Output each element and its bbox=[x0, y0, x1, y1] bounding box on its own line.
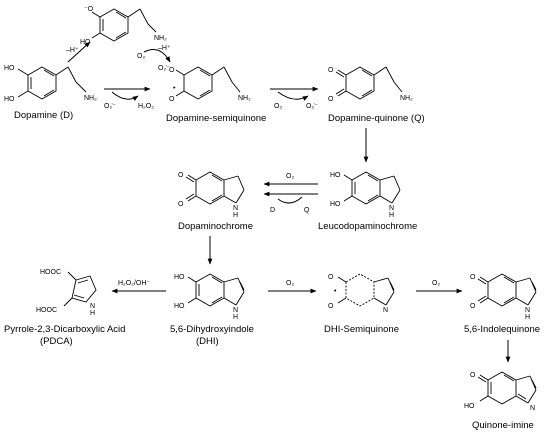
atom-o: O bbox=[328, 96, 334, 103]
pdca-structure: HOOC HOOC N H bbox=[36, 269, 97, 317]
label-dhi-name: 5,6-Dihydroxyindole bbox=[170, 324, 254, 335]
atom-ho: HO bbox=[330, 201, 341, 208]
quinone-imine-structure: O HO N bbox=[464, 371, 537, 412]
atom-o: O bbox=[169, 67, 175, 74]
reagent-o2: O₂ bbox=[432, 280, 440, 287]
label-pdca-abbr: (PDCA) bbox=[40, 336, 73, 347]
label-quinone: Dopamine-quinone (Q) bbox=[328, 113, 425, 124]
label-pdca-name: Pyrrole-2,3-Dicarboxylic Acid bbox=[4, 324, 125, 335]
arrow-deprotonation bbox=[67, 41, 91, 63]
dopamine-structure: HO HO NH₂ bbox=[4, 65, 97, 103]
atom-n: N bbox=[90, 303, 95, 310]
reagent-h2o2: H₂O₂ bbox=[138, 103, 154, 110]
atom-o: O bbox=[470, 274, 476, 281]
phenolate-structure: ⁻O HO NH₂ bbox=[80, 6, 167, 46]
arrow-o2-curve-2 bbox=[277, 91, 309, 101]
atom-ho: HO bbox=[464, 403, 475, 410]
reagent-o2-down: O₂̇⁻ bbox=[158, 65, 170, 72]
atom-ho: HO bbox=[174, 274, 185, 281]
arrow-q-to-d-curve bbox=[277, 196, 303, 204]
atom-h: H bbox=[525, 314, 530, 321]
atom-hooc: HOOC bbox=[40, 269, 61, 276]
atom-h: H bbox=[389, 212, 394, 219]
atom-h: H bbox=[233, 212, 238, 219]
atom-ho: HO bbox=[174, 303, 185, 310]
atom-nh2: NH₂ bbox=[400, 95, 413, 102]
atom-o: O bbox=[470, 372, 476, 379]
atom-o: O bbox=[328, 303, 334, 310]
atom-nh2: NH₂ bbox=[84, 95, 97, 102]
reagent-o2-superoxide: O₂̇⁻ bbox=[306, 103, 318, 110]
dhi-structure: HO HO N H bbox=[174, 273, 245, 321]
atom-n: N bbox=[383, 307, 388, 314]
atom-h: H bbox=[233, 314, 238, 321]
atom-o: O bbox=[178, 172, 184, 179]
label-dhi-semiquinone: DHI-Semiquinone bbox=[324, 324, 399, 335]
reagent-minus-h-2: –H⁺ bbox=[158, 45, 171, 52]
reagent-q: Q bbox=[304, 207, 310, 214]
dhi-semiquinone-structure: O O • N bbox=[328, 273, 395, 314]
reagent-o2: O₂ bbox=[137, 53, 145, 60]
label-semiquinone: Dopamine-semiquinone bbox=[166, 113, 266, 124]
label-quinone-imine: Quinone-imine bbox=[472, 420, 534, 431]
atom-o: O bbox=[328, 274, 334, 281]
reagent-o2: O₂ bbox=[274, 103, 282, 110]
reagent-o2: O₂ bbox=[286, 173, 294, 180]
atom-o: O bbox=[169, 96, 175, 103]
arrow-superoxide-curve bbox=[111, 91, 139, 101]
label-indolequinone: 5,6-Indolequinone bbox=[464, 324, 540, 335]
atom-o: O bbox=[470, 303, 476, 310]
atom-radical: • bbox=[173, 85, 176, 92]
atom-o-minus: ⁻O bbox=[84, 6, 94, 13]
reagent-o2: O₂ bbox=[286, 280, 294, 287]
reagent-minus-h: –H⁺ bbox=[66, 47, 79, 54]
reagent-h2o2-oh: H₂O₂/OH⁻ bbox=[118, 280, 150, 287]
leuco-structure: HO HO N H bbox=[330, 171, 401, 219]
atom-n: N bbox=[233, 307, 238, 314]
label-dopamine: Dopamine (D) bbox=[14, 110, 73, 121]
label-dopaminochrome: Dopaminochrome bbox=[178, 221, 253, 232]
semiquinone-structure: O O • NH₂ bbox=[169, 66, 251, 103]
label-dhi-abbr: (DHI) bbox=[196, 336, 219, 347]
atom-o: O bbox=[178, 201, 184, 208]
reagent-o2-superoxide: O₂̇⁻ bbox=[104, 103, 116, 110]
atom-o: O bbox=[328, 67, 334, 74]
atom-n: N bbox=[233, 205, 238, 212]
atom-ho: HO bbox=[330, 172, 341, 179]
quinone-structure: O O NH₂ bbox=[328, 66, 413, 103]
atom-ho: HO bbox=[4, 96, 15, 103]
dopaminochrome-structure: O O N H bbox=[178, 171, 245, 219]
atom-n: N bbox=[525, 307, 530, 314]
arrow-o2-curve bbox=[143, 49, 171, 63]
label-leuco: Leucodopaminochrome bbox=[318, 221, 417, 232]
atom-radical: • bbox=[334, 288, 337, 295]
atom-nh2: NH₂ bbox=[238, 95, 251, 102]
indolequinone-structure: O O N H bbox=[470, 273, 537, 321]
atom-h: H bbox=[90, 310, 95, 317]
atom-nh2: NH₂ bbox=[154, 35, 167, 42]
atom-n: N bbox=[389, 205, 394, 212]
atom-n: N bbox=[530, 405, 535, 412]
atom-hooc: HOOC bbox=[36, 307, 57, 314]
reagent-d: D bbox=[270, 207, 275, 214]
atom-ho: HO bbox=[4, 65, 15, 72]
